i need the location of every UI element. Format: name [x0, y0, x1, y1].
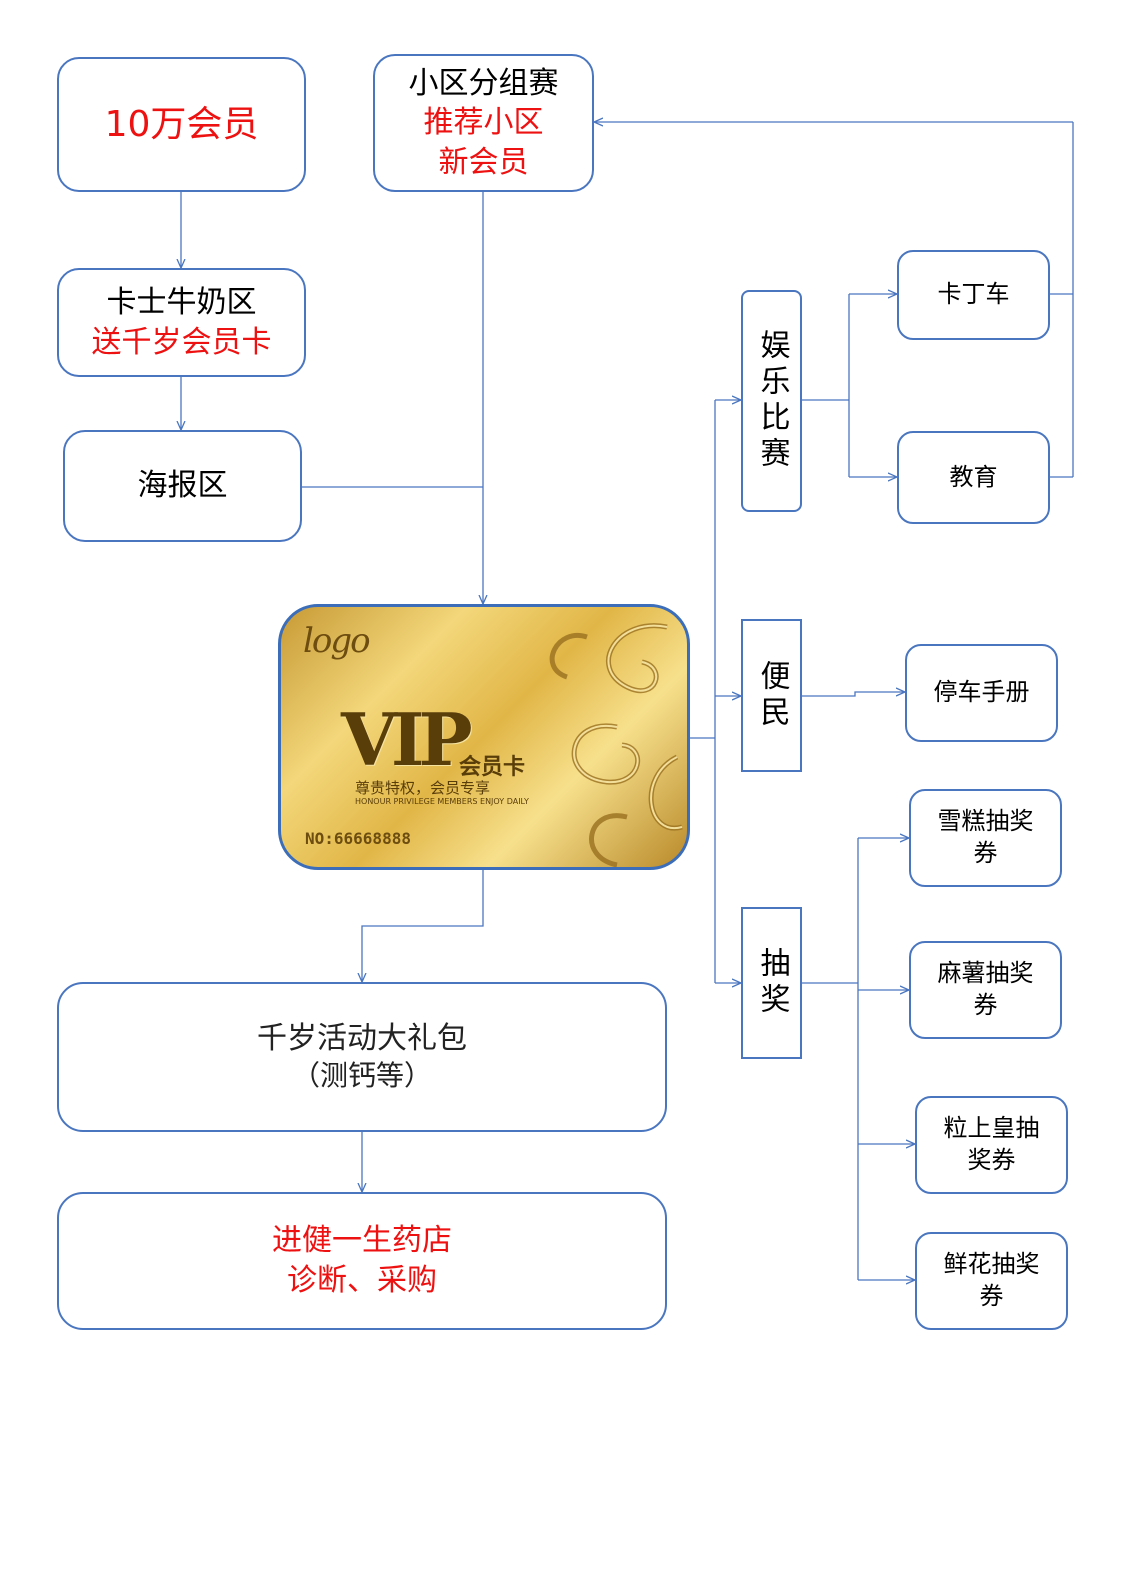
education-box: 教育	[897, 431, 1050, 524]
card-number: NO:66668888	[305, 829, 411, 848]
district-recommend-label: 推荐小区	[423, 105, 544, 141]
milk-zone-gift-label: 送千岁会员卡	[91, 324, 272, 360]
grain-coupon-label-1: 粒上皇抽	[943, 1114, 1040, 1143]
card-slogan: 尊贵特权，会员专享	[355, 779, 491, 797]
pharmacy-title: 进健一生药店	[272, 1223, 452, 1259]
grain-coupon-label-2: 奖券	[967, 1146, 1016, 1174]
poster-zone-label: 海报区	[137, 468, 228, 504]
connector-to-parking	[802, 692, 905, 697]
milk-zone-title: 卡士牛奶区	[106, 284, 257, 320]
members-100k-box: 10万会员	[57, 57, 306, 192]
gift-pack-note: （测钙等）	[291, 1059, 432, 1093]
grain-coupon-box: 粒上皇抽 奖券	[915, 1096, 1068, 1194]
poster-zone-box: 海报区	[63, 430, 302, 542]
icecream-coupon-label-2: 券	[973, 839, 998, 867]
convenience-category-box: 便民	[741, 619, 802, 772]
district-contest-title: 小区分组赛	[408, 65, 559, 101]
flower-coupon-label-1: 鲜花抽奖	[943, 1250, 1040, 1279]
yam-coupon-label-1: 麻薯抽奖	[937, 959, 1034, 988]
card-member-label: 会员卡	[459, 754, 526, 780]
milk-zone-box: 卡士牛奶区 送千岁会员卡	[57, 268, 306, 377]
card-vip-text: VIP	[341, 697, 473, 782]
card-logo: logo	[303, 621, 371, 661]
yam-coupon-label-2: 券	[973, 991, 998, 1019]
yam-coupon-box: 麻薯抽奖 券	[909, 941, 1062, 1039]
flower-coupon-label-2: 券	[979, 1282, 1004, 1310]
connector-card-to-gift	[362, 870, 484, 982]
lottery-category-label: 抽奖	[754, 947, 790, 1019]
vip-member-card-image: logo VIP 会员卡 尊贵特权，会员专享 HONOUR PRIVILEGE …	[278, 604, 690, 870]
convenience-category-label: 便民	[754, 659, 790, 732]
lottery-category-box: 抽奖	[741, 907, 802, 1059]
gift-pack-title: 千岁活动大礼包	[257, 1020, 467, 1056]
pharmacy-box: 进健一生药店 诊断、采购	[57, 1192, 667, 1330]
ornament-swirl-icon	[549, 623, 683, 867]
kart-box: 卡丁车	[897, 250, 1050, 340]
card-english-slogan: HONOUR PRIVILEGE MEMBERS ENJOY DAILY	[355, 797, 529, 806]
entertainment-category-label: 娱乐比赛	[754, 329, 790, 473]
members-100k-label: 10万会员	[104, 103, 259, 145]
entertainment-category-box: 娱乐比赛	[741, 290, 802, 512]
education-label: 教育	[949, 462, 998, 491]
district-contest-box: 小区分组赛 推荐小区 新会员	[373, 54, 594, 192]
gift-pack-box: 千岁活动大礼包 （测钙等）	[57, 982, 667, 1132]
icecream-coupon-box: 雪糕抽奖 券	[909, 789, 1062, 887]
pharmacy-actions: 诊断、采购	[287, 1263, 437, 1298]
district-new-member-label: 新会员	[438, 144, 529, 180]
parking-manual-label: 停车手册	[933, 678, 1030, 707]
flower-coupon-box: 鲜花抽奖 券	[915, 1232, 1068, 1330]
parking-manual-box: 停车手册	[905, 644, 1058, 742]
icecream-coupon-label-1: 雪糕抽奖	[937, 807, 1034, 836]
kart-label: 卡丁车	[937, 280, 1010, 309]
